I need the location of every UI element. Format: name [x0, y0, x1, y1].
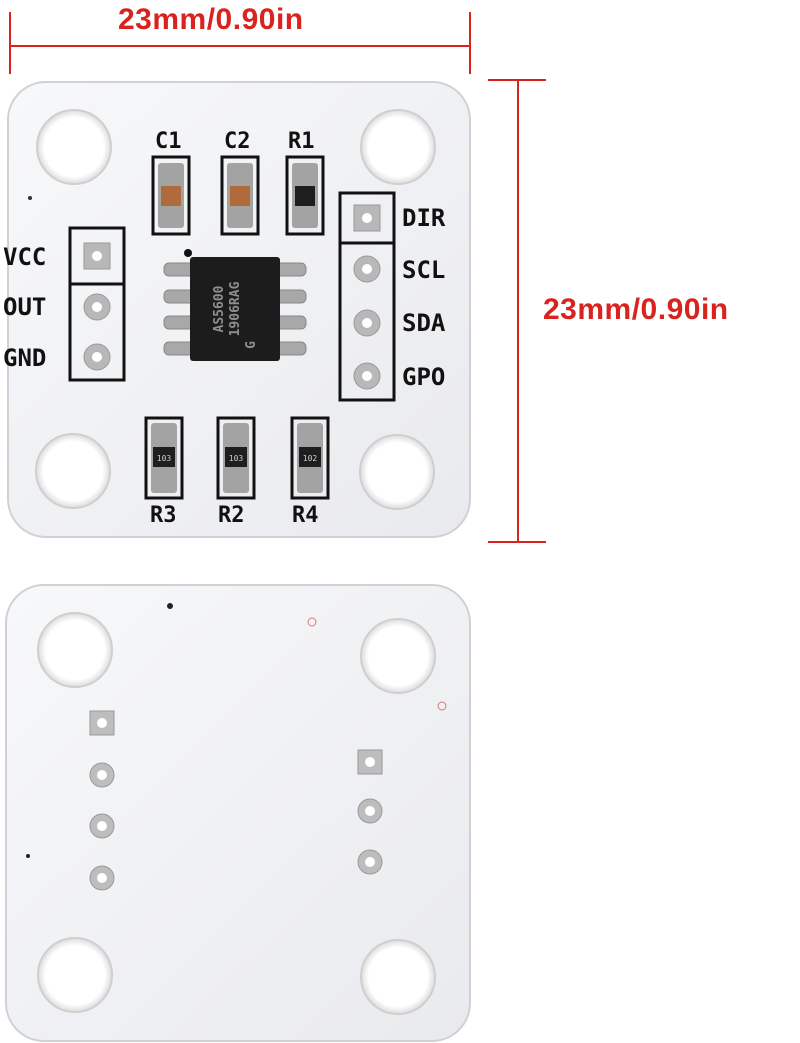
- component-c2: [220, 155, 260, 236]
- component-label-r1: R1: [288, 129, 315, 154]
- component-label-r4: R4: [292, 503, 319, 528]
- resistor-marking-r3: 103: [157, 454, 172, 463]
- component-label-r2: R2: [218, 503, 245, 528]
- height-dimension-line: [488, 79, 546, 543]
- back-board-substrate: [5, 584, 471, 1042]
- resistor-marking-r4: 102: [303, 454, 318, 463]
- mounting-hole: [37, 612, 113, 688]
- front-board: C1 C2 R1 AS5600 1906RAG G: [3, 81, 471, 538]
- pin-label-gpo: GPO: [402, 363, 445, 391]
- mounting-hole: [36, 109, 112, 185]
- component-r2: 103: [216, 416, 256, 500]
- component-r1: [285, 155, 325, 236]
- pin-label-out: OUT: [3, 293, 46, 321]
- pin-label-sda: SDA: [402, 309, 446, 337]
- component-label-r3: R3: [150, 503, 177, 528]
- component-label-c1: C1: [155, 129, 182, 154]
- component-r3: 103: [144, 416, 184, 500]
- back-mounting-holes: [37, 612, 436, 1015]
- pin-label-scl: SCL: [402, 256, 445, 284]
- chip-marking-line1: AS5600: [212, 285, 227, 332]
- mounting-hole: [37, 937, 113, 1013]
- back-left-pads: [89, 710, 115, 891]
- chip-marking-line2: 1906RAG: [228, 281, 243, 336]
- mounting-hole: [360, 939, 436, 1015]
- resistor-marking-r2: 103: [229, 454, 244, 463]
- mounting-hole: [360, 618, 436, 694]
- chip-marking-line3: G: [244, 341, 259, 349]
- height-dimension-label: 23mm/0.90in: [543, 293, 729, 326]
- back-right-pads: [357, 749, 383, 875]
- pin-label-gnd: GND: [3, 344, 46, 372]
- width-dimension-label: 23mm/0.90in: [118, 3, 304, 36]
- component-label-c2: C2: [224, 129, 251, 154]
- pin-label-dir: DIR: [402, 204, 446, 232]
- width-dimension-line: [9, 12, 471, 74]
- as5600-chip: AS5600 1906RAG G: [163, 257, 307, 361]
- component-c1: [151, 155, 191, 236]
- mounting-hole: [360, 109, 436, 185]
- mounting-hole: [359, 434, 435, 510]
- pin-label-vcc: VCC: [3, 243, 46, 271]
- left-pin-header: [68, 226, 126, 382]
- back-board: [5, 584, 471, 1042]
- component-r4: 102: [290, 416, 330, 500]
- mounting-hole: [35, 433, 111, 509]
- front-mounting-holes: [35, 109, 436, 510]
- right-pin-header: [338, 191, 396, 402]
